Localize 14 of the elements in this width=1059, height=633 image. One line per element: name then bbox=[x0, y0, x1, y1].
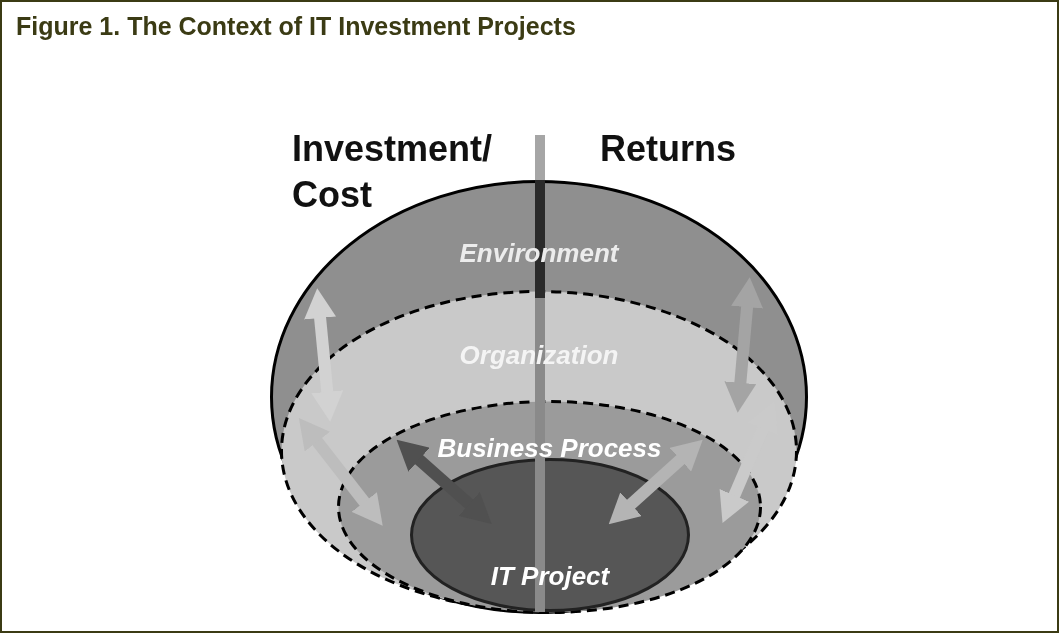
axis-heading: Investment/ Cost bbox=[292, 126, 492, 218]
layer-label: IT Project bbox=[489, 561, 611, 592]
axis-heading: Returns bbox=[600, 126, 800, 172]
figure-title: Figure 1. The Context of IT Investment Projects bbox=[16, 12, 576, 41]
dashed-ellipse bbox=[280, 290, 798, 612]
double-arrow bbox=[724, 277, 763, 413]
dashed-ellipse bbox=[337, 400, 762, 614]
double-arrow bbox=[608, 439, 703, 525]
layer-label: Business Process bbox=[436, 433, 663, 464]
outer-ellipse bbox=[270, 180, 808, 614]
inner-ellipse bbox=[410, 458, 690, 612]
double-arrow bbox=[304, 288, 344, 422]
double-arrow bbox=[396, 439, 492, 524]
double-arrow bbox=[298, 418, 383, 526]
